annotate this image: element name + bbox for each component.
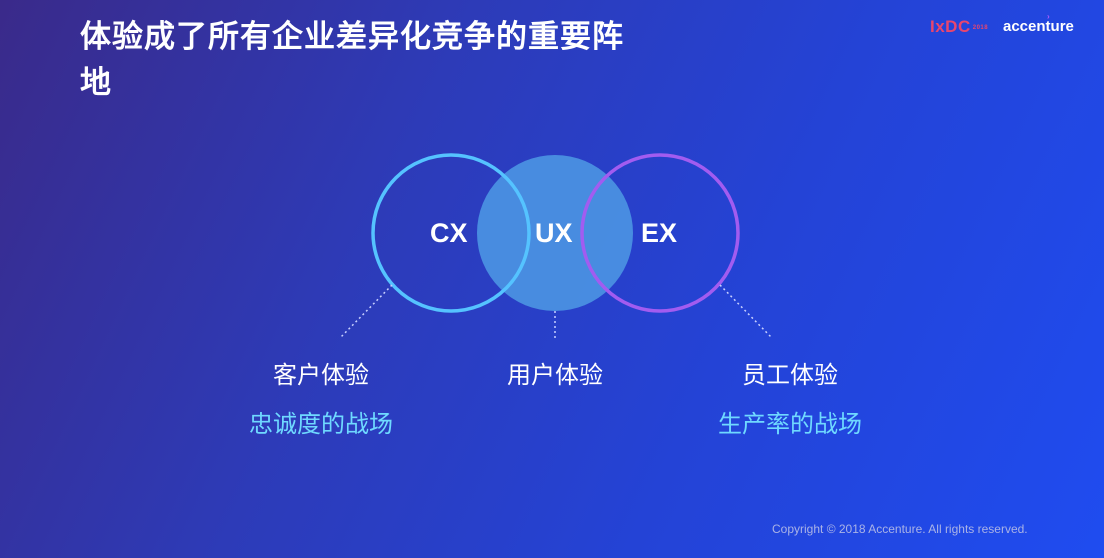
loyalty-battlefield-caption: 忠诚度的战场 (249, 410, 393, 438)
cx-label: CX (430, 218, 468, 248)
ixdc-logo-text: IxDC (930, 17, 971, 36)
employee-experience-caption: 员工体验 (742, 361, 838, 389)
user-experience-caption: 用户体验 (507, 361, 603, 389)
copyright-text: Copyright © 2018 Accenture. All rights r… (772, 522, 1028, 536)
cx-circle (371, 153, 531, 313)
accenture-logo-text: accenture (1003, 18, 1074, 35)
ixdc-logo-year: 2018 (972, 24, 989, 31)
productivity-battlefield-caption: 生产率的战场 (718, 410, 862, 438)
ex-circle (580, 153, 740, 313)
page-title: 体验成了所有企业差异化竞争的重要阵地 (80, 19, 624, 101)
accenture-logo: accenture › (1003, 12, 1074, 35)
ex-connector (719, 284, 773, 339)
ex-label: EX (641, 218, 678, 248)
ux-label: UX (535, 218, 573, 248)
customer-experience-caption: 客户体验 (273, 361, 369, 389)
cx-connector (339, 284, 393, 339)
accenture-mark-icon: › (1047, 12, 1050, 21)
